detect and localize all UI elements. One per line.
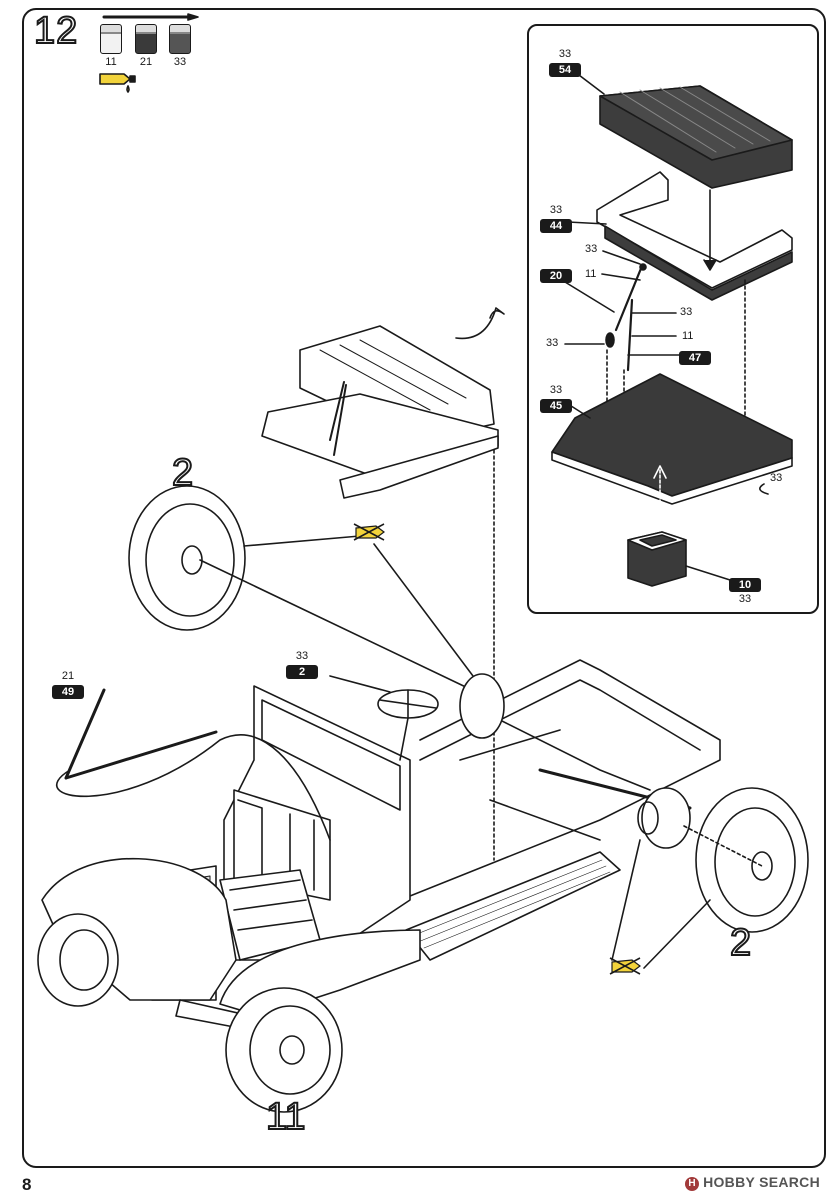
front-left-wheel (37, 913, 119, 1007)
paint-can-icon (100, 24, 122, 54)
paint-chip: 21 (133, 24, 159, 68)
color-callout: 33 (585, 243, 598, 255)
paint-code: 21 (61, 670, 75, 682)
part-tag-44: 33 44 (540, 204, 572, 234)
seat-cushion-54 (599, 85, 793, 189)
paint-code: 33 (558, 48, 572, 60)
paint-can-icon (135, 24, 157, 54)
wheel-callout: 2 (729, 921, 752, 965)
paint-code: 33 (295, 650, 309, 662)
part-tag-20: 20 (540, 266, 572, 284)
paint-code: 33 (173, 56, 187, 68)
part-number: 54 (549, 63, 581, 77)
wheel-callout: 11 (265, 1095, 306, 1139)
seat-frame-44 (596, 171, 793, 301)
seat-subassembly-inset (527, 24, 819, 614)
paint-code: 11 (105, 56, 117, 68)
step-number: 12 (33, 9, 79, 53)
watermark-text: HOBBY SEARCH (703, 1174, 820, 1190)
front-right-wheel (225, 987, 343, 1113)
paint-code: 33 (549, 204, 563, 216)
paint-chip: 11 (98, 24, 124, 68)
paint-can-icon (169, 24, 191, 54)
part-number: 2 (286, 665, 318, 679)
chassis-frame (399, 659, 721, 901)
rear-wheel (695, 787, 809, 933)
floor-panel-45 (551, 373, 793, 505)
color-callout: 11 (682, 330, 694, 342)
steering-wheel (377, 689, 439, 761)
paint-code: 33 (738, 593, 752, 605)
engine-block (219, 869, 321, 961)
part-number: 47 (679, 351, 711, 365)
part-tag-47: 47 (679, 348, 711, 366)
no-glue-icon (353, 523, 385, 541)
part-tag-54: 33 54 (549, 48, 581, 78)
part-tag-45: 33 45 (540, 384, 572, 414)
part-tag-2: 33 2 (286, 650, 318, 680)
rotate-arrow-icon (759, 483, 769, 495)
paint-code: 33 (549, 384, 563, 396)
color-callout: 33 (546, 337, 559, 349)
no-glue-icon (609, 957, 641, 975)
paint-chip: 33 (167, 24, 193, 68)
spare-wheel (128, 485, 246, 631)
part-number: 44 (540, 219, 572, 233)
hobby-search-logo-icon: H (685, 1177, 700, 1191)
step-frame (22, 8, 826, 1168)
battery-box-10 (627, 531, 687, 587)
part-tag-49: 21 49 (52, 670, 84, 700)
glue-tube-icon (99, 73, 136, 93)
part-tag-10: 10 33 (729, 575, 761, 605)
color-callout: 33 (770, 472, 783, 484)
brush-icon (102, 13, 199, 21)
running-board (405, 851, 621, 961)
wheel-callout: 2 (171, 451, 194, 495)
paint-code: 21 (139, 56, 153, 68)
part-number: 10 (729, 578, 761, 592)
part-number: 20 (540, 269, 572, 283)
insert-arrow-icon (455, 307, 505, 340)
seat-assembly-preview (261, 325, 499, 499)
color-callout: 33 (680, 306, 693, 318)
page-number: 8 (22, 1175, 32, 1194)
part-number: 45 (540, 399, 572, 413)
rear-axle (538, 768, 692, 849)
color-callout: 11 (585, 268, 597, 280)
part-number: 49 (52, 685, 84, 699)
support-rods-20-47 (605, 263, 647, 372)
